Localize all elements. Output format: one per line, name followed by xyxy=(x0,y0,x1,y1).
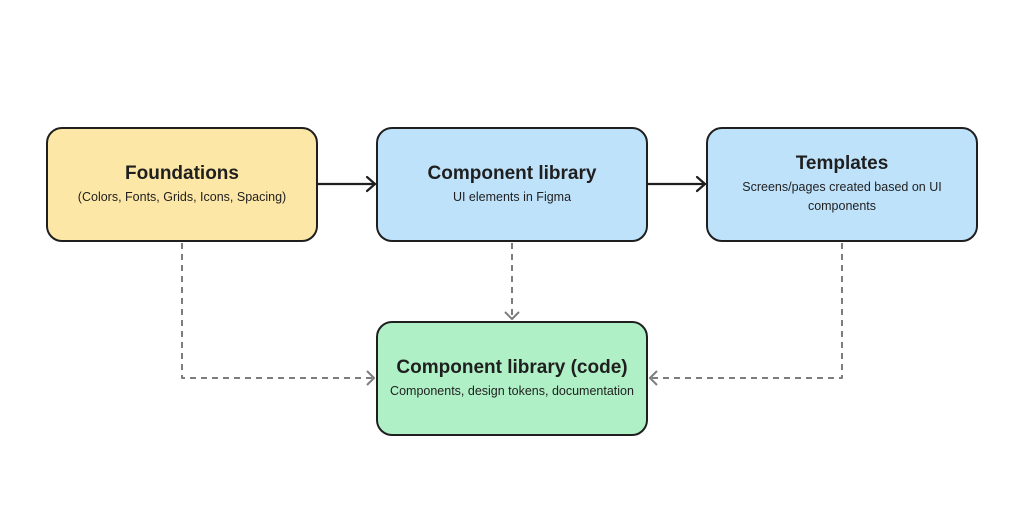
component-library-node: Component library UI elements in Figma xyxy=(376,127,648,242)
foundations-subtitle: (Colors, Fonts, Grids, Icons, Spacing) xyxy=(77,189,287,204)
templates-title: Templates xyxy=(795,153,889,174)
dashed-arrow-component-library-to-code xyxy=(504,243,520,320)
arrow-foundations-to-component-library xyxy=(316,175,377,193)
component-library-title: Component library xyxy=(427,162,597,184)
dashed-arrow-templates-to-code xyxy=(649,243,843,386)
templates-subtitle: Screens/pages created based on UI compon… xyxy=(742,180,942,213)
foundations-node: Foundations (Colors, Fonts, Grids, Icons… xyxy=(46,127,318,242)
component-library-code-title: Component library (code) xyxy=(396,356,628,378)
component-library-code-subtitle: Components, design tokens, documentation xyxy=(390,383,634,398)
foundations-title: Foundations xyxy=(125,162,239,184)
dashed-arrow-foundations-to-code xyxy=(181,243,375,386)
component-library-code-node: Component library (code) Components, des… xyxy=(376,321,648,436)
component-library-subtitle: UI elements in Figma xyxy=(452,189,572,204)
arrow-component-library-to-templates xyxy=(646,175,707,193)
templates-node: Templates Screens/pages created based on… xyxy=(706,127,978,242)
